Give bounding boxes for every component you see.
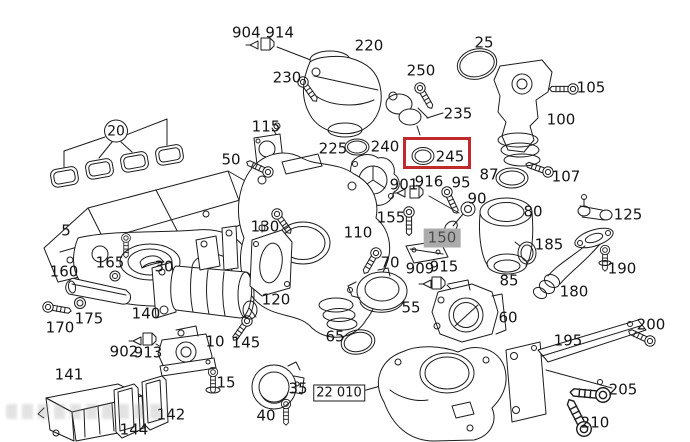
part-art-oring-65 xyxy=(340,329,376,355)
part-label-250[interactable]: 250 xyxy=(406,61,436,80)
part-art-10 xyxy=(157,325,217,377)
part-art-washer-190 xyxy=(598,260,612,266)
part-art-30 xyxy=(139,255,165,269)
part-label-90[interactable]: 90 xyxy=(467,189,487,208)
part-label-904-914[interactable]: 904 914 xyxy=(231,23,295,42)
part-label-205[interactable]: 205 xyxy=(608,380,638,399)
part-label-150[interactable]: 150 xyxy=(423,228,461,248)
part-label-225[interactable]: 225 xyxy=(318,139,348,158)
part-label-220[interactable]: 220 xyxy=(354,36,384,55)
part-art-oring-87 xyxy=(495,167,529,189)
part-label-170[interactable]: 170 xyxy=(45,318,75,337)
part-art-35 xyxy=(251,361,305,410)
part-label-95[interactable]: 95 xyxy=(451,173,471,192)
part-label-80[interactable]: 80 xyxy=(523,202,543,221)
part-art-235 xyxy=(385,91,429,126)
part-label-5[interactable]: 5 xyxy=(61,221,71,240)
part-label-165[interactable]: 165 xyxy=(95,253,125,272)
part-label-107[interactable]: 107 xyxy=(551,167,581,186)
part-label-909[interactable]: 909 xyxy=(405,259,435,278)
part-art-oring-225 xyxy=(344,138,370,156)
part-label-190[interactable]: 190 xyxy=(607,259,637,278)
part-art-55 xyxy=(347,267,408,313)
part-label-913[interactable]: 913 xyxy=(133,343,163,362)
part-label-25[interactable]: 25 xyxy=(474,33,494,52)
part-art-160 xyxy=(65,277,131,305)
part-label-902[interactable]: 902 xyxy=(109,342,139,361)
part-label-235[interactable]: 235 xyxy=(443,104,473,123)
part-label-144[interactable]: 144 xyxy=(119,420,149,439)
part-label-145[interactable]: 145 xyxy=(231,333,261,352)
part-label-155[interactable]: 155 xyxy=(376,208,406,227)
part-label-916[interactable]: 916 xyxy=(414,172,444,191)
part-label-100[interactable]: 100 xyxy=(546,110,576,129)
part-label-125[interactable]: 125 xyxy=(613,205,643,224)
part-art-90 xyxy=(444,201,476,234)
part-label-15[interactable]: 15 xyxy=(216,373,236,392)
part-art-80 xyxy=(479,197,534,275)
part-art-125 xyxy=(577,194,613,221)
part-label-40[interactable]: 40 xyxy=(256,406,276,425)
part-label-22010[interactable]: 22 010 xyxy=(313,384,365,402)
part-label-240[interactable]: 240 xyxy=(370,137,400,156)
part-label-130[interactable]: 130 xyxy=(250,217,280,236)
part-label-10[interactable]: 10 xyxy=(205,332,225,351)
part-label-180[interactable]: 180 xyxy=(559,282,589,301)
part-art-195 xyxy=(505,319,647,423)
part-label-245[interactable]: 245 xyxy=(435,147,465,166)
part-art-100 xyxy=(493,59,553,167)
part-label-185[interactable]: 185 xyxy=(534,235,564,254)
part-label-70[interactable]: 70 xyxy=(380,253,400,272)
highlight-box-245 xyxy=(403,137,471,169)
part-label-85[interactable]: 85 xyxy=(499,271,519,290)
part-label-230[interactable]: 230 xyxy=(272,68,302,87)
part-label-65[interactable]: 65 xyxy=(325,327,345,346)
part-art-oring-25 xyxy=(456,48,498,80)
part-art-washer-15 xyxy=(205,386,221,394)
part-label-915[interactable]: 915 xyxy=(429,257,459,276)
part-label-60[interactable]: 60 xyxy=(498,308,518,327)
part-art-120 xyxy=(249,221,293,297)
part-label-50[interactable]: 50 xyxy=(221,150,241,169)
part-art-180 xyxy=(532,227,614,300)
part-label-195[interactable]: 195 xyxy=(553,331,583,350)
part-label-160[interactable]: 160 xyxy=(49,262,79,281)
part-art-185 xyxy=(514,241,537,265)
part-label-110[interactable]: 110 xyxy=(343,223,373,242)
watermark xyxy=(6,404,168,419)
part-art-142 xyxy=(141,375,169,431)
part-art-oring-175 xyxy=(74,297,86,309)
part-label-35[interactable]: 35 xyxy=(288,379,308,398)
part-label-210[interactable]: 210 xyxy=(580,413,610,432)
part-label-901[interactable]: 901 xyxy=(389,175,419,194)
part-art-60 xyxy=(431,279,507,343)
part-label-87[interactable]: 87 xyxy=(479,165,499,184)
part-label-115[interactable]: 115 xyxy=(251,117,281,136)
part-label-20[interactable]: 20 xyxy=(104,119,128,143)
part-art-22010 xyxy=(377,346,507,442)
part-art-144 xyxy=(113,383,141,439)
part-label-105[interactable]: 105 xyxy=(576,78,606,97)
part-label-200[interactable]: 200 xyxy=(636,315,666,334)
part-art-washer-165 xyxy=(109,270,121,282)
part-art-gaskets-20 xyxy=(50,144,184,188)
part-label-120[interactable]: 120 xyxy=(261,290,291,309)
part-label-55[interactable]: 55 xyxy=(401,298,421,317)
part-label-30[interactable]: 30 xyxy=(154,257,174,276)
part-label-142[interactable]: 142 xyxy=(156,405,186,424)
part-art-oring-245 xyxy=(411,147,435,165)
part-label-141[interactable]: 141 xyxy=(54,365,84,384)
part-label-140[interactable]: 140 xyxy=(131,304,161,323)
part-label-175[interactable]: 175 xyxy=(74,309,104,328)
part-art-220 xyxy=(303,50,382,138)
